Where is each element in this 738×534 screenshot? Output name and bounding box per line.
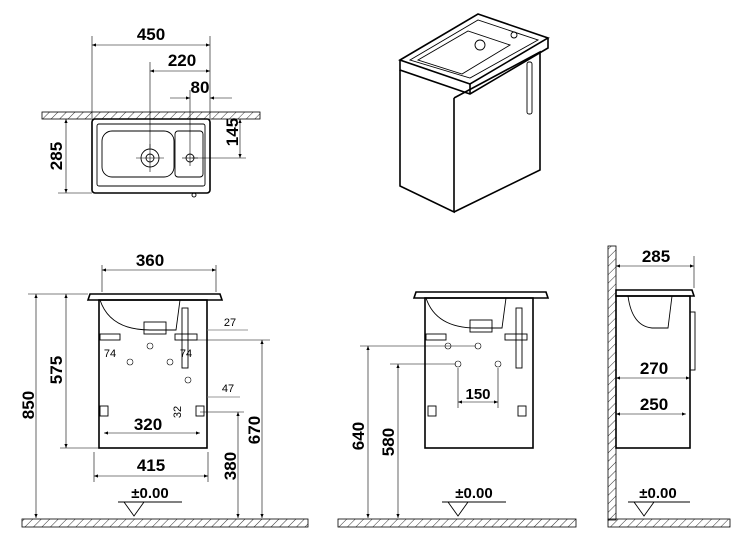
basin-bowl	[101, 130, 175, 178]
iso-top	[398, 13, 550, 85]
level-marker-icon-3	[633, 501, 655, 517]
bracket-left	[99, 333, 121, 341]
iso-side	[399, 70, 455, 214]
iso-front	[453, 50, 541, 213]
level-label-side: ±0.00	[639, 485, 676, 502]
dim-front-380: 380	[221, 452, 240, 480]
dim-front-47: 47	[222, 383, 234, 395]
dim-plan-450: 450	[137, 25, 165, 44]
dim-front-360: 360	[136, 251, 164, 270]
dim-side-150: 150	[465, 386, 490, 403]
level-label-front: ±0.00	[131, 485, 168, 502]
dim-sideview-285: 285	[642, 247, 670, 266]
isometric-view	[398, 13, 550, 214]
front-view: 360 27 74 74 47 32 320 415 850 575 670	[19, 251, 309, 528]
basin-outline	[91, 118, 211, 194]
dim-front-670: 670	[245, 416, 264, 444]
dim-front-27: 27	[224, 317, 236, 329]
basin-inner	[96, 123, 206, 187]
dim-plan-220: 220	[168, 51, 196, 70]
level-label-side-front: ±0.00	[455, 485, 492, 502]
dim-plan-80: 80	[191, 78, 210, 97]
level-marker-icon	[123, 501, 145, 517]
side-view: 285 270 250 ±0.00	[607, 245, 731, 528]
floor-hatch	[21, 518, 309, 528]
dim-side-640: 640	[349, 422, 368, 450]
side-wall-hatch	[607, 245, 617, 521]
dim-front-415: 415	[137, 456, 165, 475]
dim-side-580: 580	[379, 428, 398, 456]
dim-front-575: 575	[47, 356, 66, 384]
cabinet-outline	[98, 299, 208, 449]
cabinet-outline-2	[424, 297, 534, 449]
plan-view: 450 220 80 145 285	[41, 25, 261, 198]
bracket-right	[174, 333, 198, 341]
level-marker-icon-2	[447, 501, 469, 517]
front-view-2: 150 640 580 ±0.00	[337, 291, 577, 528]
tap-deck	[174, 130, 204, 178]
dim-plan-285: 285	[47, 142, 66, 170]
dim-front-74-right: 74	[180, 348, 192, 360]
dim-front-320: 320	[134, 415, 162, 434]
side-cabinet	[615, 295, 691, 449]
dim-sideview-270: 270	[640, 359, 668, 378]
dim-front-74-left: 74	[104, 348, 116, 360]
dim-front-850: 850	[19, 391, 38, 419]
side-handle	[689, 311, 696, 371]
dim-front-32: 32	[172, 406, 184, 418]
dim-plan-145: 145	[223, 118, 242, 146]
dim-sideview-250: 250	[640, 395, 668, 414]
iso-handle	[526, 61, 533, 115]
